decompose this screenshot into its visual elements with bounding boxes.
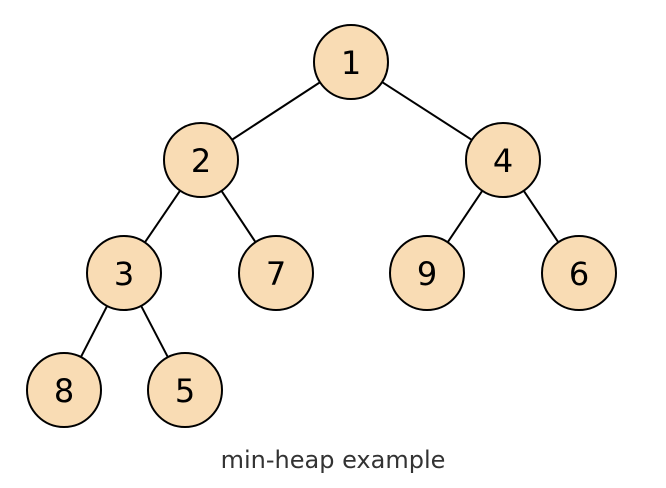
heap-node-6: 6 xyxy=(541,235,617,311)
heap-node-9: 9 xyxy=(389,235,465,311)
edge-n1-n2 xyxy=(231,81,321,141)
edge-n2-n7 xyxy=(220,190,257,243)
node-label: 7 xyxy=(266,255,286,293)
edges-layer xyxy=(79,81,560,358)
node-circle xyxy=(238,235,314,311)
node-label: 3 xyxy=(114,255,134,293)
node-label: 8 xyxy=(54,372,74,410)
node-circle xyxy=(465,122,541,198)
node-label: 2 xyxy=(191,142,211,180)
node-circle xyxy=(26,352,102,428)
heap-node-3: 3 xyxy=(86,235,162,311)
heap-node-4: 4 xyxy=(465,122,541,198)
diagram-caption: min-heap example xyxy=(220,446,446,474)
heap-node-7: 7 xyxy=(238,235,314,311)
edge-n1-n4 xyxy=(381,81,473,141)
node-label: 6 xyxy=(569,255,589,293)
heap-node-5: 5 xyxy=(147,352,223,428)
node-circle xyxy=(86,235,162,311)
node-circle xyxy=(541,235,617,311)
node-label: 4 xyxy=(493,142,513,180)
heap-node-8: 8 xyxy=(26,352,102,428)
heap-node-2: 2 xyxy=(163,122,239,198)
node-circle xyxy=(163,122,239,198)
edge-n3-n5 xyxy=(140,305,169,358)
node-circle xyxy=(389,235,465,311)
heap-node-1: 1 xyxy=(313,24,389,100)
edge-n3-n8 xyxy=(79,305,109,358)
node-label: 5 xyxy=(175,372,195,410)
node-label: 1 xyxy=(341,44,361,82)
edge-n4-n9 xyxy=(446,190,484,243)
node-circle xyxy=(313,24,389,100)
node-label: 9 xyxy=(417,255,437,293)
node-circle xyxy=(147,352,223,428)
edge-n4-n6 xyxy=(522,190,560,243)
edge-n2-n3 xyxy=(144,190,181,243)
nodes-layer: 1 2 4 3 7 9 6 8 5 xyxy=(26,24,617,428)
